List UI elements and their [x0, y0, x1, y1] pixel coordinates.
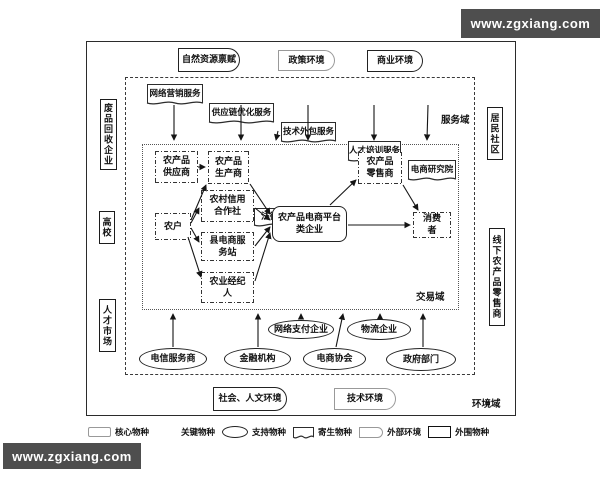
node-social-humanistic-environment: 社会、人文环境 — [213, 387, 287, 411]
node-agri-product-producer: 农产品生产商 — [208, 151, 249, 184]
legend-item-core: 核心物种 — [88, 426, 149, 438]
node-network-marketing-service: 网络营销服务 — [146, 84, 204, 105]
node-farmer: 农户 — [155, 213, 191, 240]
node-policy-environment: 政策环境 — [278, 50, 335, 71]
node-technical-environment: 技术环境 — [334, 388, 396, 410]
node-rural-credit-cooperative: 农村信用合作社 — [201, 190, 254, 222]
key-species-swatch — [156, 427, 178, 437]
support-species-swatch — [222, 426, 249, 438]
node-technical-outsourcing-service: 技术外包服务 — [280, 122, 337, 143]
node-talent-market: 人才市场 — [99, 299, 116, 352]
legend-item-peripheral: 外围物种 — [428, 426, 489, 438]
legend-item-key: 关键物种 — [156, 426, 215, 438]
node-offline-agri-product-retailer: 线下农产品零售商 — [489, 228, 505, 326]
node-ecommerce-association: 电商协会 — [303, 348, 366, 370]
wave-edge — [146, 101, 204, 105]
external-environment-swatch — [359, 426, 384, 438]
node-logistics-enterprise: 物流企业 — [347, 319, 411, 340]
node-agri-ecommerce-platform-enterprise: 农产品电商平台类企业 — [272, 206, 347, 242]
parasite-species-swatch — [292, 427, 315, 439]
legend-item-external: 外部环境 — [359, 426, 421, 438]
node-agri-product-retailer: 农产品零售商 — [358, 152, 402, 184]
node-supply-chain-optimization-service: 供应链优化服务 — [208, 103, 275, 124]
node-natural-resource-endowment: 自然资源禀赋 — [178, 48, 240, 72]
transaction-domain-frame — [142, 144, 459, 310]
watermark-top: www.zgxiang.com — [461, 9, 600, 38]
node-telecom-service-provider: 电信服务商 — [139, 348, 207, 370]
wave-edge — [407, 177, 457, 181]
node-consumer: 消费者 — [413, 212, 451, 238]
service-domain-frame — [125, 77, 475, 375]
core-species-swatch — [88, 427, 111, 437]
node-residential-community: 居民社区 — [487, 107, 503, 160]
legend-item-parasite: 寄生物种 — [292, 426, 352, 439]
transaction-domain-label: 交易域 — [416, 292, 445, 303]
node-online-payment-enterprise: 网络支付企业 — [268, 320, 334, 339]
node-university: 高校 — [99, 211, 115, 244]
peripheral-species-swatch — [428, 426, 452, 438]
service-domain-label: 服务域 — [441, 115, 470, 126]
legend: 核心物种 关键物种 支持物种 寄生物种 外部环境 外围物种 — [88, 424, 518, 440]
environment-domain-frame — [86, 41, 516, 416]
node-county-ecommerce-service-station: 县电商服务站 — [201, 232, 254, 261]
node-agri-product-supplier: 农产品供应商 — [155, 151, 198, 183]
node-agricultural-broker: 农业经纪人 — [201, 272, 254, 303]
watermark-bottom: www.zgxiang.com — [3, 443, 141, 469]
node-financial-institution: 金融机构 — [224, 348, 291, 370]
node-government-department: 政府部门 — [386, 348, 456, 371]
environment-domain-label: 环境域 — [472, 399, 501, 410]
wave-edge — [280, 139, 337, 143]
node-ecommerce-research-institute: 电商研究院 — [407, 160, 457, 181]
watermark-text: www.zgxiang.com — [12, 448, 132, 464]
node-waste-recycling-enterprise: 废品回收企业 — [100, 99, 117, 170]
wave-edge — [208, 120, 275, 124]
legend-item-support: 支持物种 — [222, 426, 286, 438]
watermark-text: www.zgxiang.com — [470, 16, 591, 31]
node-business-environment: 商业环境 — [367, 50, 423, 72]
